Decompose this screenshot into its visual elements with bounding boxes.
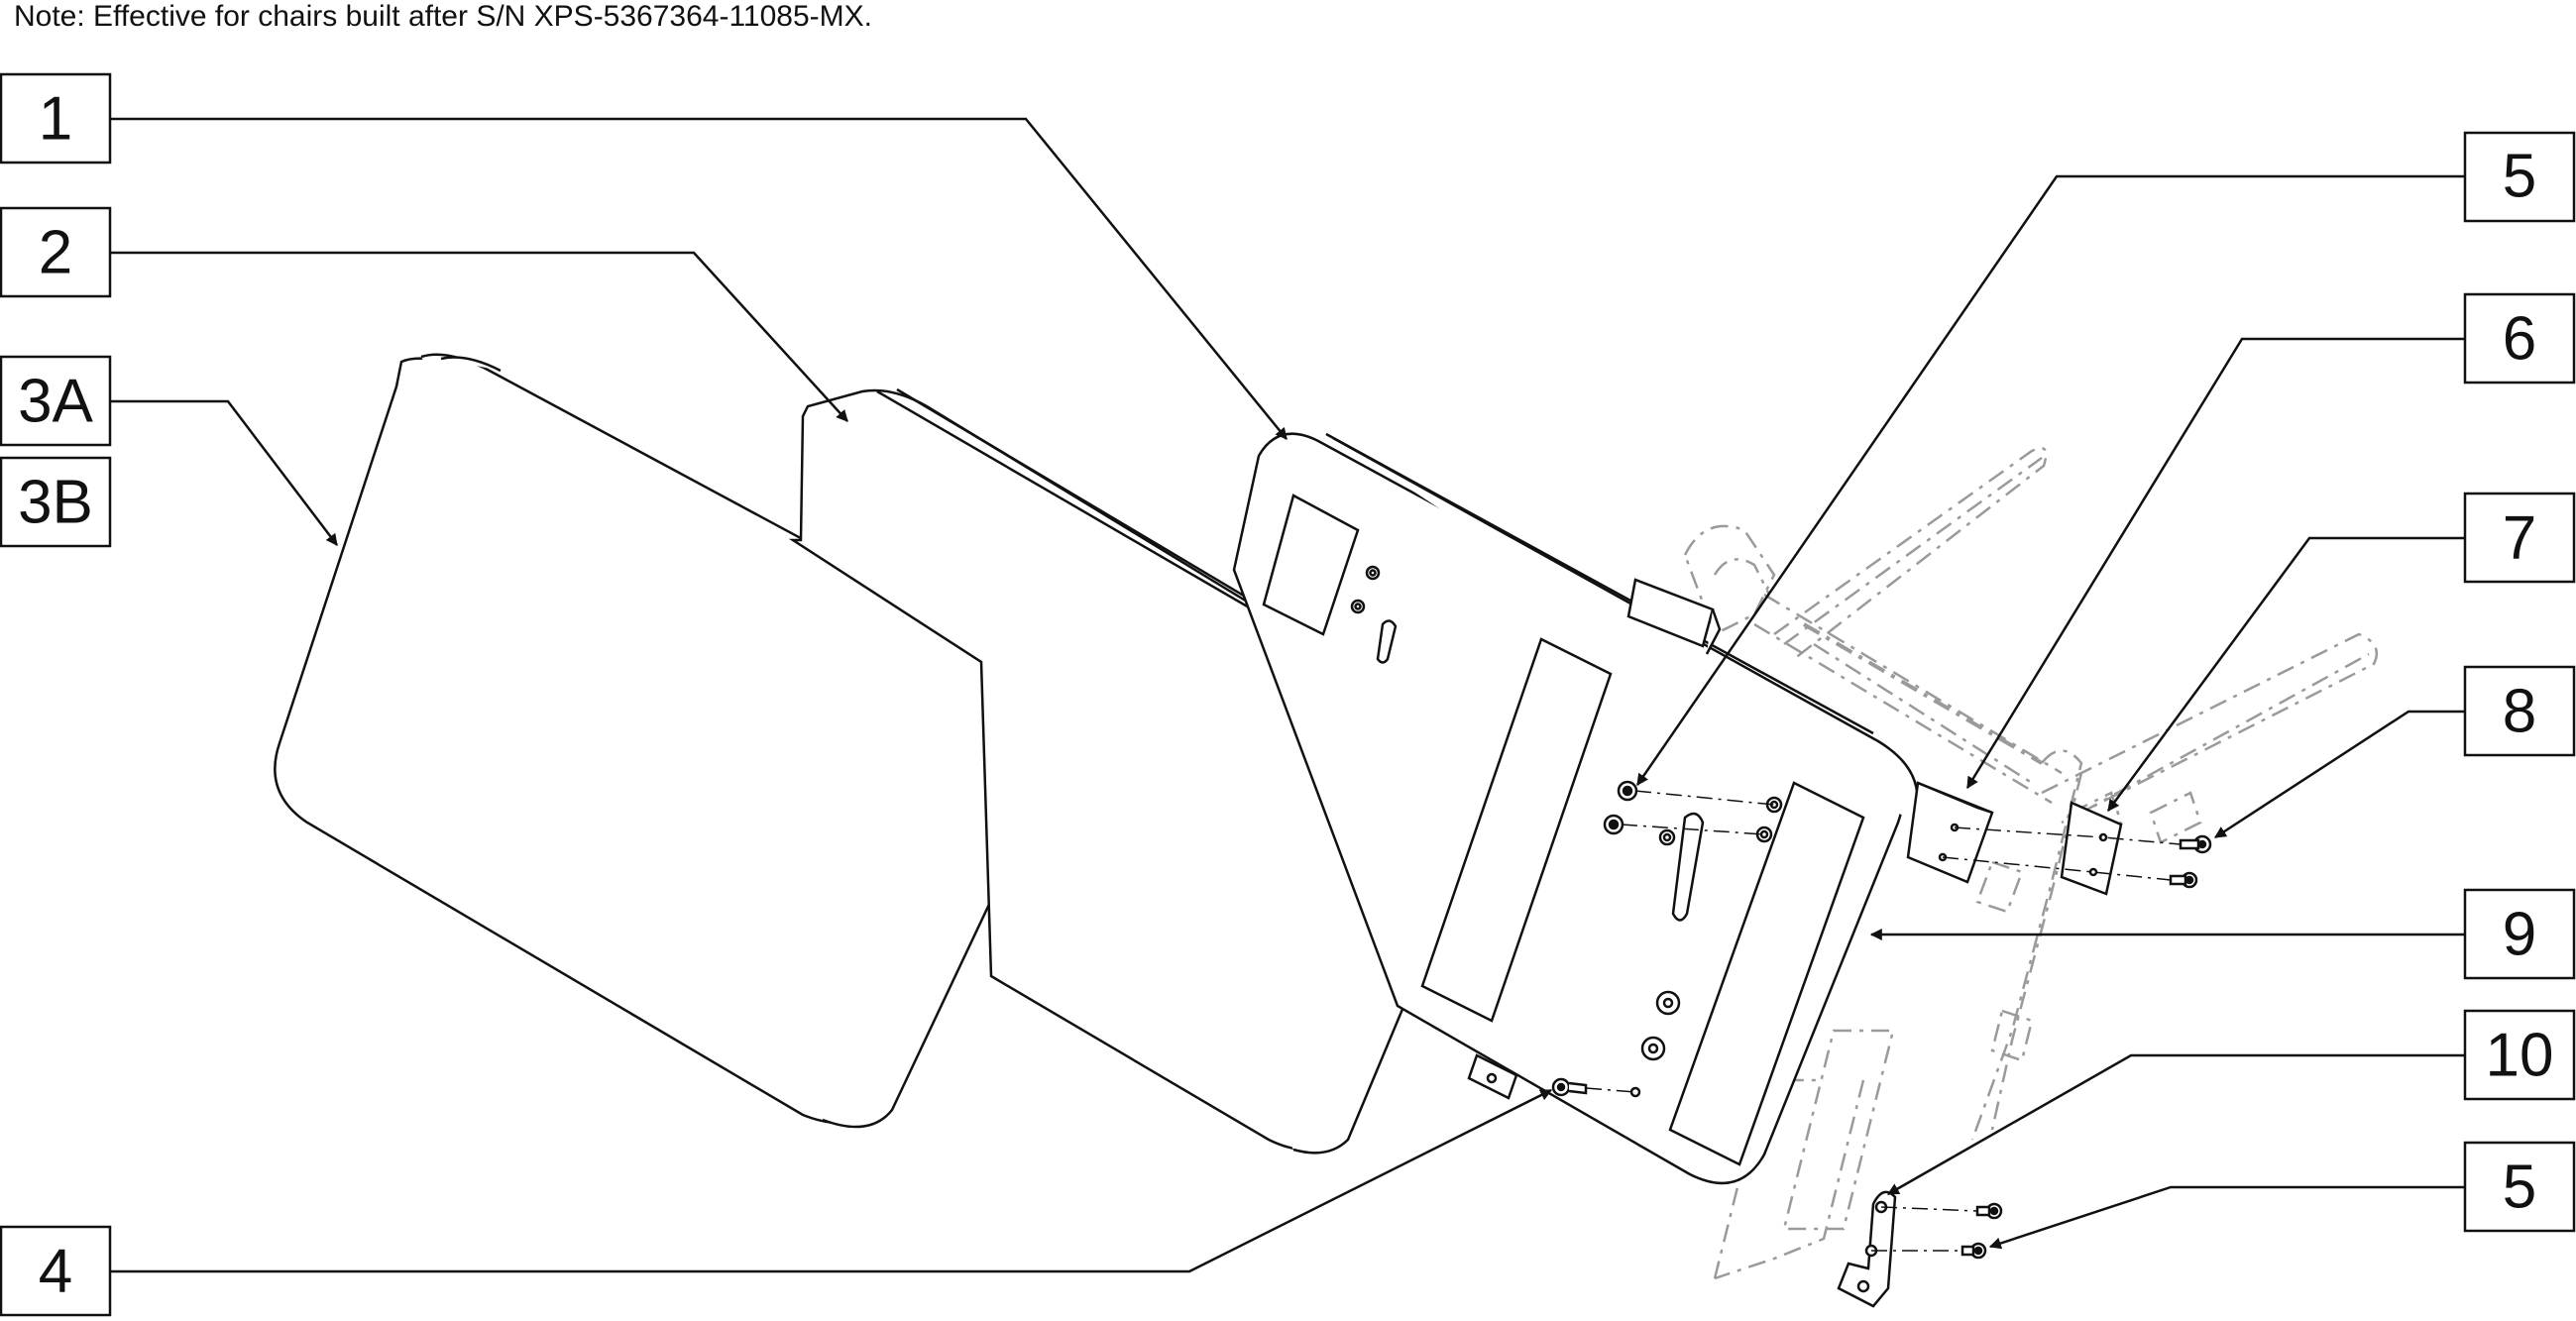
callout-labels: 1 2 3A 3B 4 5 6 7 8 9 10 5 xyxy=(18,85,2553,1306)
callout-box-4 xyxy=(0,1225,112,1317)
callout-box-1 xyxy=(0,72,112,165)
callout-box-5b xyxy=(2463,1141,2576,1233)
callout-label-9: 9 xyxy=(2503,901,2536,969)
leader-2 xyxy=(110,251,848,422)
leader-5a xyxy=(1635,174,2465,786)
part-1-seat-pan xyxy=(1232,432,1919,1185)
callout-label-5b: 5 xyxy=(2503,1154,2536,1222)
center-lines xyxy=(1585,790,2182,1252)
leader-7 xyxy=(2106,536,2465,812)
callout-box-8 xyxy=(2463,665,2576,757)
callout-box-3b xyxy=(0,456,112,548)
callout-box-3a xyxy=(0,355,112,447)
callout-label-5a: 5 xyxy=(2503,143,2536,211)
callout-label-7: 7 xyxy=(2503,504,2536,573)
callout-box-6 xyxy=(2463,292,2576,385)
callout-label-3b: 3B xyxy=(18,469,93,537)
leader-3 xyxy=(110,399,338,546)
leader-4 xyxy=(110,1088,1553,1273)
callout-label-4: 4 xyxy=(39,1238,72,1306)
callout-box-7 xyxy=(2463,492,2576,584)
callout-box-5a xyxy=(2463,131,2576,223)
callout-label-1: 1 xyxy=(39,85,72,154)
callout-label-8: 8 xyxy=(2503,678,2536,746)
callout-label-6: 6 xyxy=(2503,305,2536,374)
leader-8 xyxy=(2213,710,2465,839)
leader-lines xyxy=(110,117,2465,1273)
callout-boxes xyxy=(0,72,2576,1317)
leader-1 xyxy=(110,117,1288,440)
callout-label-3a: 3A xyxy=(18,368,93,436)
callout-box-2 xyxy=(0,206,112,298)
callout-label-10: 10 xyxy=(2486,1022,2554,1090)
callout-box-10 xyxy=(2463,1009,2576,1101)
effective-note: Note: Effective for chairs built after S… xyxy=(14,0,872,33)
callout-box-9 xyxy=(2463,888,2576,980)
leader-5b xyxy=(1988,1185,2465,1250)
ghost-frame xyxy=(1683,446,2379,1280)
callout-label-2: 2 xyxy=(39,219,72,287)
leader-6 xyxy=(1965,337,2465,790)
leader-10 xyxy=(1886,1053,2465,1196)
